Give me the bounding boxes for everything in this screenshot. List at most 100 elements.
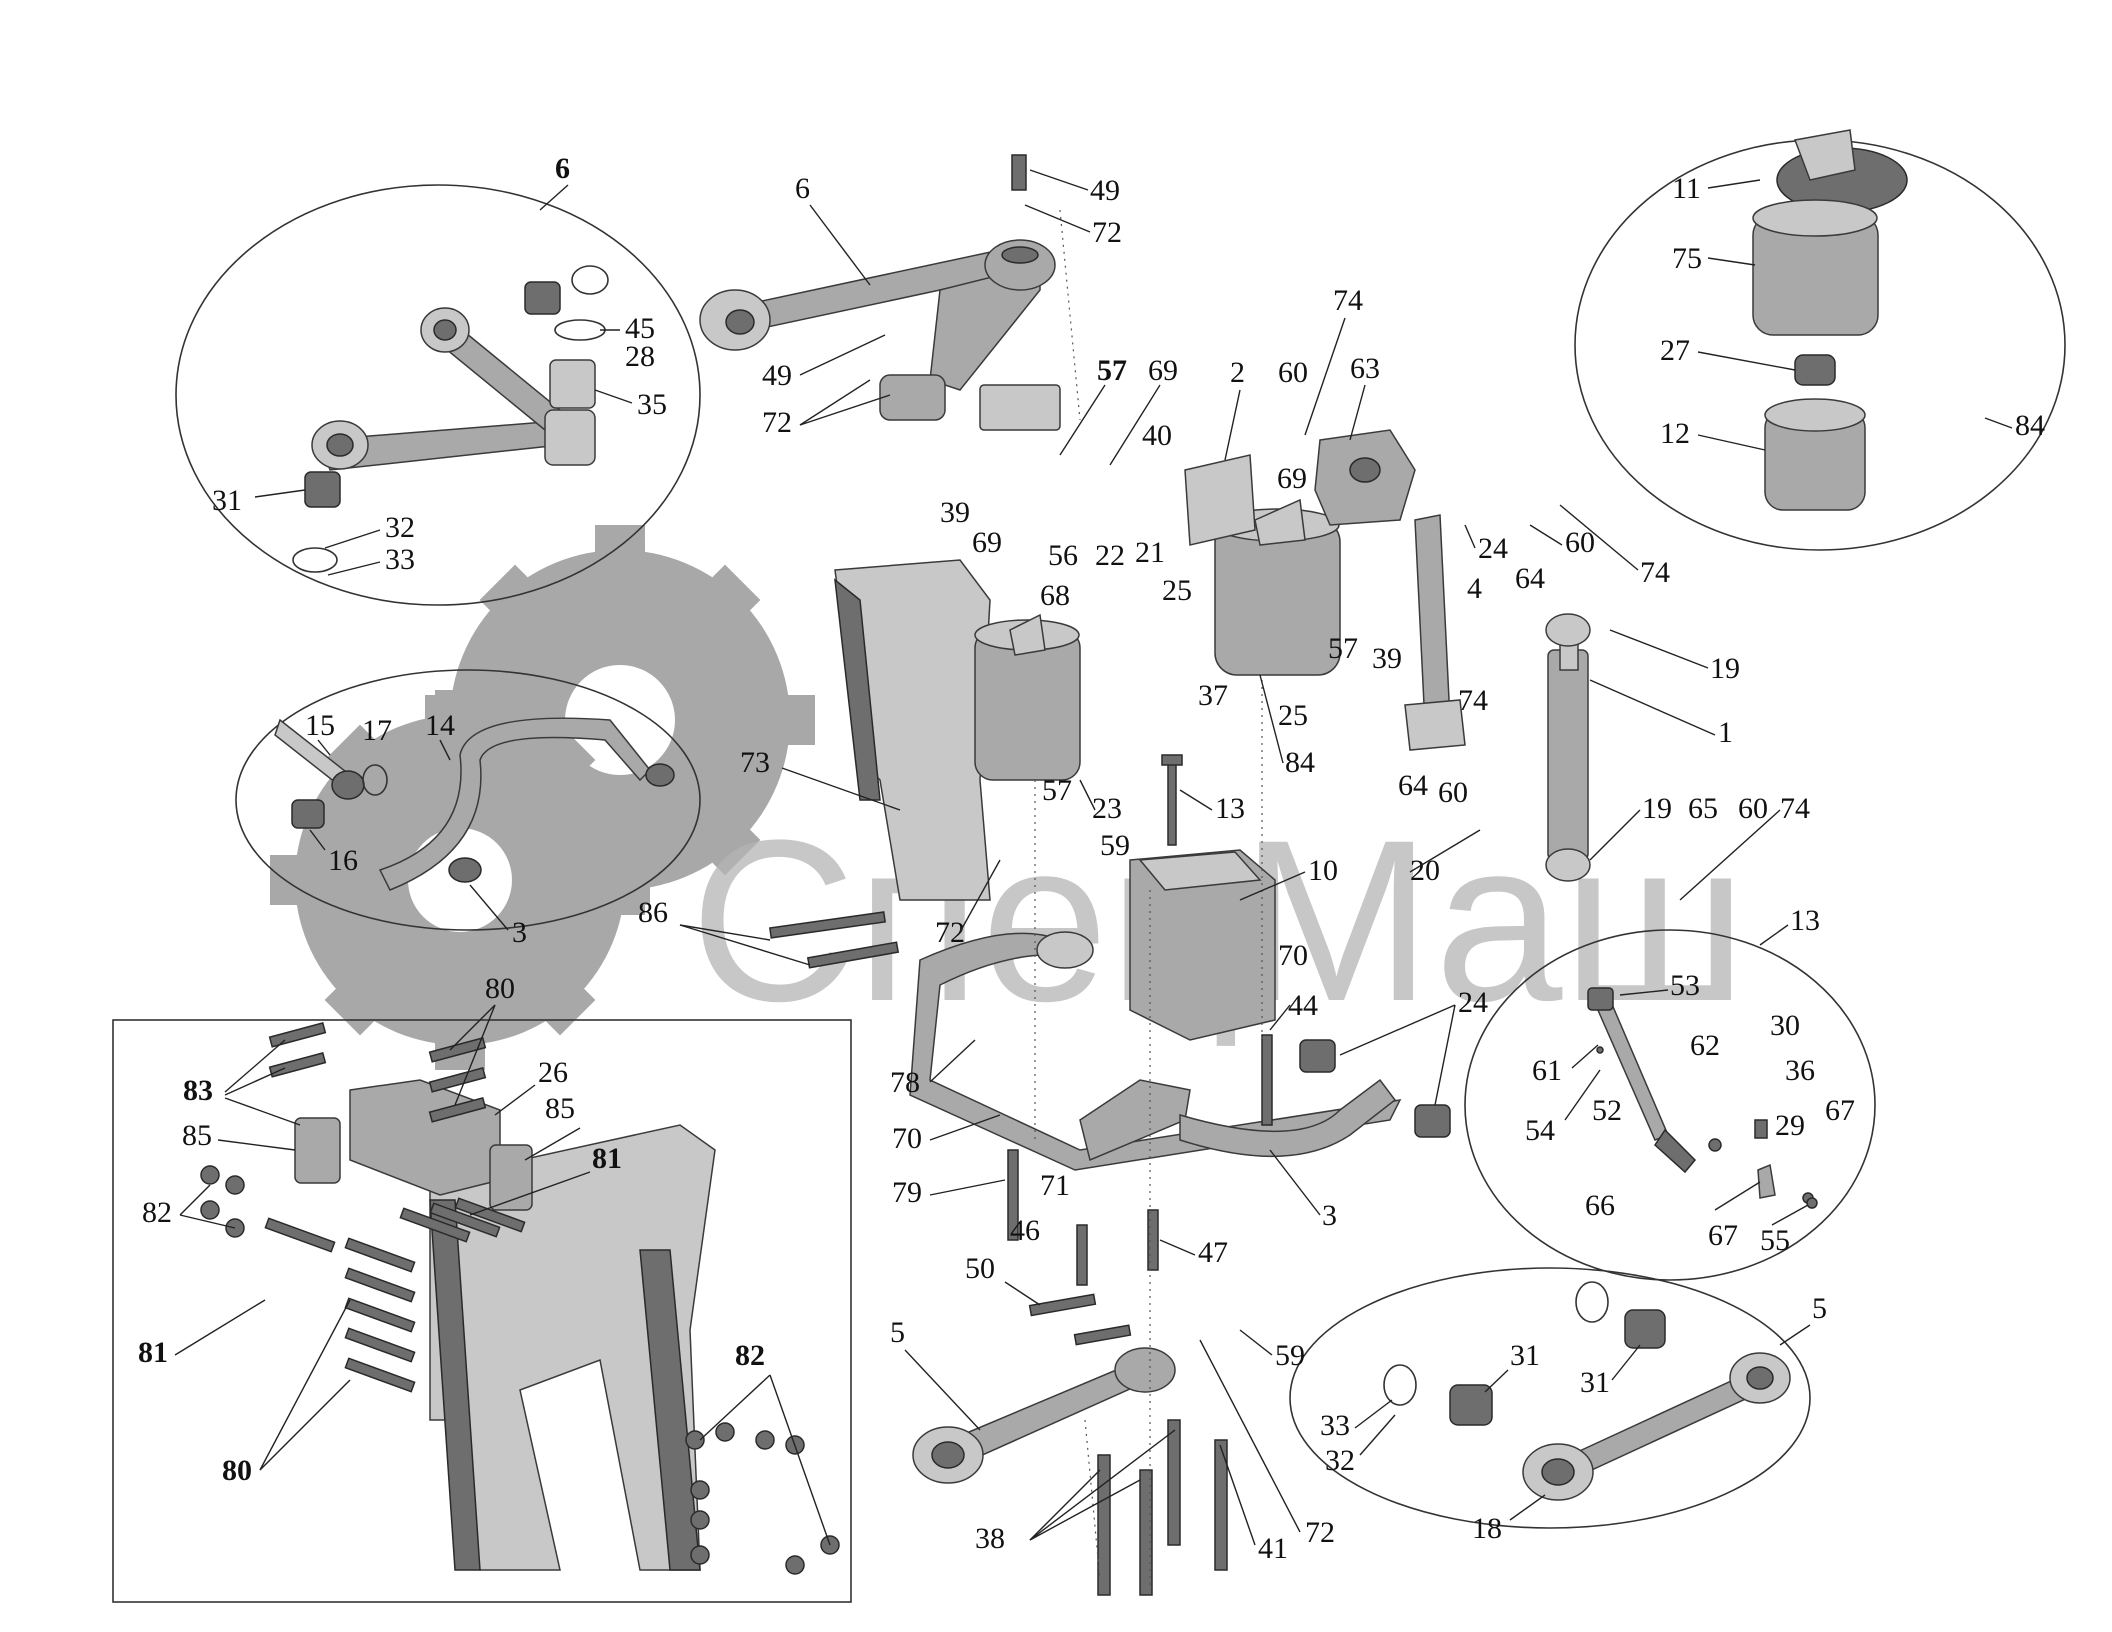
main-label-1: 1	[1718, 716, 1733, 749]
main-rod-4	[1404, 514, 1466, 751]
main-label-37: 37	[1198, 679, 1228, 712]
detail-13-label-67: 67	[1825, 1094, 1855, 1127]
main-label-57-top: 57	[1097, 354, 1127, 387]
main-shock-absorber-1	[1545, 613, 1591, 882]
main-label-64-top: 64	[1515, 562, 1545, 595]
detail-3-label-14: 14	[425, 709, 455, 742]
detail-13-label-13: 13	[1790, 904, 1820, 937]
main-label-69-mid: 69	[1277, 462, 1307, 495]
detail-5-label-18: 18	[1472, 1512, 1502, 1545]
main-label-39-left: 39	[940, 496, 970, 529]
main-label-19-bottom: 19	[1642, 792, 1672, 825]
detail-box-label-83: 83	[183, 1074, 213, 1107]
detail-circle-air-spring-84	[1574, 129, 2066, 551]
main-label-60-top: 60	[1278, 356, 1308, 389]
main-label-84: 84	[1285, 746, 1315, 779]
detail-5-label-5: 5	[1812, 1292, 1827, 1325]
detail-3-label-3: 3	[512, 916, 527, 949]
detail-box-label-80-top: 80	[485, 972, 515, 1005]
detail-13-label-66: 66	[1585, 1189, 1615, 1222]
detail-box-label-85-left: 85	[182, 1119, 212, 1152]
detail-5-label-31b: 31	[1580, 1366, 1610, 1399]
main-label-86: 86	[638, 896, 668, 929]
detail-box-label-85-right: 85	[545, 1092, 575, 1125]
main-label-74-lower: 74	[1780, 792, 1810, 825]
main-label-24-top: 24	[1478, 532, 1508, 565]
main-label-23: 23	[1092, 792, 1122, 825]
main-callouts: 49 72 6 49 72 57 69 74 63 60 2 40 69 21 …	[638, 169, 1810, 1565]
main-label-50: 50	[965, 1252, 995, 1285]
main-valve-13	[1161, 754, 1183, 846]
main-label-68: 68	[1040, 579, 1070, 612]
main-label-41: 41	[1258, 1532, 1288, 1565]
main-label-5: 5	[890, 1316, 905, 1349]
detail-5-label-31a: 31	[1510, 1339, 1540, 1372]
detail-box-label-81-bottom: 81	[138, 1336, 168, 1369]
detail-3-label-15: 15	[305, 709, 335, 742]
detail-6-label-35: 35	[637, 388, 667, 421]
main-label-40: 40	[1142, 419, 1172, 452]
detail-6-label-28: 28	[625, 340, 655, 373]
main-label-21: 21	[1135, 536, 1165, 569]
main-label-57-mid: 57	[1328, 632, 1358, 665]
main-air-spring-left	[974, 613, 1081, 781]
main-label-70-bottom: 70	[892, 1122, 922, 1155]
detail-13-label-30: 30	[1770, 1009, 1800, 1042]
main-label-39-right: 39	[1372, 642, 1402, 675]
main-label-24-bottom: 24	[1458, 986, 1488, 1019]
main-label-25-top: 25	[1162, 574, 1192, 607]
main-label-57-bottom: 57	[1042, 774, 1072, 807]
detail-13-label-53: 53	[1670, 969, 1700, 1002]
main-label-59-top: 59	[1100, 829, 1130, 862]
main-label-49-left: 49	[762, 359, 792, 392]
detail-84-label-12: 12	[1660, 417, 1690, 450]
main-label-25-mid: 25	[1278, 699, 1308, 732]
main-label-38: 38	[975, 1522, 1005, 1555]
main-label-19-top: 19	[1710, 652, 1740, 685]
detail-6-label-33: 33	[385, 543, 415, 576]
main-label-74-mid: 74	[1458, 684, 1488, 717]
main-label-79: 79	[892, 1176, 922, 1209]
detail-5-label-33: 33	[1320, 1409, 1350, 1442]
detail-box-label-81-top: 81	[592, 1142, 622, 1175]
detail-6-label-32: 32	[385, 511, 415, 544]
main-stabilizer-78	[909, 931, 1402, 1171]
detail-circle-rod-5	[1289, 1267, 1811, 1529]
main-label-74-top: 74	[1333, 284, 1363, 317]
main-label-56: 56	[1048, 539, 1078, 572]
detail-13-label-61: 61	[1532, 1054, 1562, 1087]
main-label-60-lower: 60	[1738, 792, 1768, 825]
main-label-70-top: 70	[1278, 939, 1308, 972]
main-label-65: 65	[1688, 792, 1718, 825]
main-bracket-63	[1314, 429, 1416, 526]
main-label-63: 63	[1350, 352, 1380, 385]
detail-13-label-52: 52	[1592, 1094, 1622, 1127]
main-label-64-bottom: 64	[1398, 769, 1428, 802]
main-label-3: 3	[1322, 1199, 1337, 1232]
main-label-72-mid: 72	[935, 916, 965, 949]
main-label-47: 47	[1198, 1236, 1228, 1269]
main-label-78: 78	[890, 1066, 920, 1099]
main-dotted-guides	[1034, 209, 1263, 1590]
main-label-72-bottom: 72	[1305, 1516, 1335, 1549]
main-bracket-2	[1184, 454, 1256, 546]
main-label-74-right: 74	[1640, 556, 1670, 589]
main-label-22: 22	[1095, 539, 1125, 572]
main-label-72-top: 72	[1092, 216, 1122, 249]
detail-13-label-67b: 67	[1708, 1219, 1738, 1252]
main-stabilizer-3	[1179, 1039, 1451, 1157]
detail-84-label-75: 75	[1672, 242, 1702, 275]
main-bracket-73	[834, 559, 991, 901]
detail-3-label-17: 17	[362, 714, 392, 747]
main-label-72-left: 72	[762, 406, 792, 439]
detail-6-label-45: 45	[625, 312, 655, 345]
main-label-10: 10	[1308, 854, 1338, 887]
main-arm-6	[699, 154, 1061, 431]
detail-13-label-54: 54	[1525, 1114, 1555, 1147]
detail-box-label-82-left: 82	[142, 1196, 172, 1229]
main-label-2: 2	[1230, 356, 1245, 389]
main-label-73: 73	[740, 746, 770, 779]
detail-box-label-26: 26	[538, 1056, 568, 1089]
detail-13-label-55: 55	[1760, 1224, 1790, 1257]
